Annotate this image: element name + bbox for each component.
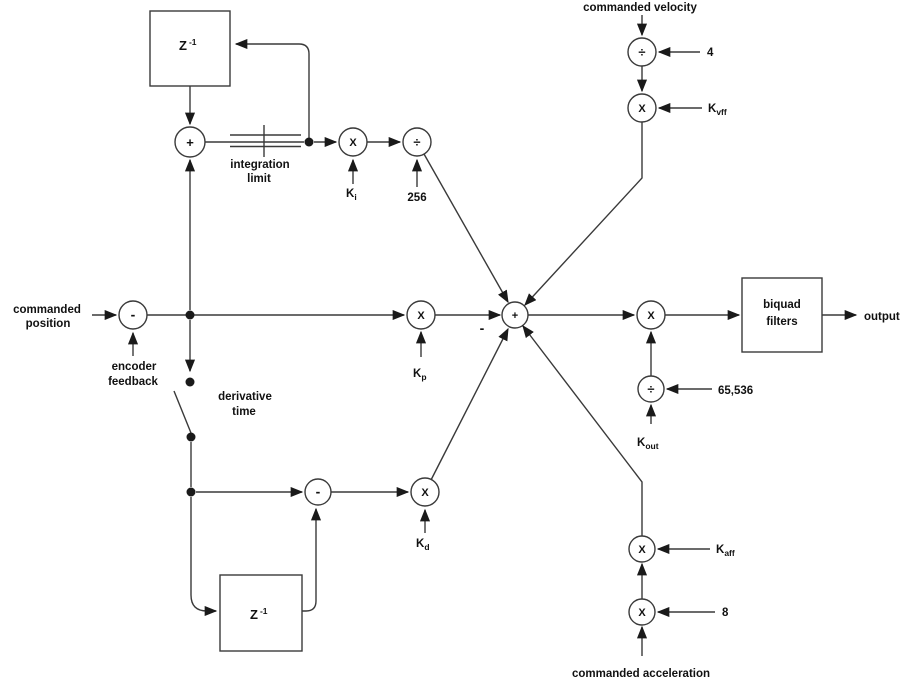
kd-gain-label: Kd <box>416 538 430 552</box>
integration-limit-label-line2: limit <box>247 173 271 185</box>
position-error-junction: - <box>118 300 148 330</box>
integration-limit-symbol <box>230 125 301 157</box>
commanded-position-label-line1: commanded <box>13 304 81 316</box>
kp-gain-label: Kp <box>413 368 427 382</box>
kd-multiplier-circle <box>410 477 440 507</box>
multiply-glyph: X <box>647 310 655 322</box>
kout-gain-label: Kout <box>637 437 659 451</box>
multiply-glyph: X <box>349 137 357 149</box>
multiply-glyph: X <box>417 310 425 322</box>
commanded-position-label-line2: position <box>26 318 71 330</box>
integrator-sum-junction: + <box>174 126 206 158</box>
junction-dot-derivative <box>186 487 196 497</box>
main-sum-junction: + - <box>480 301 529 336</box>
accel-multiplier-circle <box>628 598 656 626</box>
kout-divider: ÷ <box>637 375 665 403</box>
derivative-difference-junction: - <box>304 478 332 506</box>
velocity-divider: ÷ <box>627 37 657 67</box>
plus-glyph: + <box>186 135 194 150</box>
minus-glyph: - <box>131 307 136 323</box>
commanded-acceleration-label: commanded acceleration <box>572 668 710 680</box>
wire-branch-to-zbottom <box>190 497 218 617</box>
z-inverse-block-top: Z-1 <box>149 10 231 87</box>
wire-kvff-to-main-sum <box>524 122 643 306</box>
wire-kd-to-main-sum <box>430 327 509 481</box>
kaff-gain-label: Kaff <box>716 544 735 558</box>
z-inverse-bottom-label: Z-1 <box>250 606 268 622</box>
divide-glyph: ÷ <box>413 135 420 150</box>
kaff-multiplier: X <box>628 535 656 563</box>
biquad-filters-block: biquad filters <box>741 277 823 353</box>
divide-glyph: ÷ <box>638 45 645 60</box>
velocity-divisor-value: 4 <box>707 47 714 59</box>
ki-multiplier: X <box>338 127 368 157</box>
kvff-gain-label: Kvff <box>708 103 727 117</box>
kvff-multiplier: X <box>627 93 657 123</box>
encoder-feedback-label-line1: encoder <box>112 361 157 373</box>
wire-integral-to-main-sum <box>423 153 509 304</box>
wire-kaff-to-main-sum <box>522 324 643 536</box>
multiply-glyph: X <box>421 487 429 499</box>
divide-glyph: ÷ <box>647 382 654 397</box>
derivative-time-label-line1: derivative <box>218 391 272 403</box>
kp-multiplier: X <box>406 300 436 330</box>
encoder-feedback-label-line2: feedback <box>108 376 158 388</box>
multiply-glyph: X <box>638 544 646 556</box>
accel-multiplier: X <box>628 598 656 626</box>
biquad-filters-box <box>741 277 823 353</box>
switch-bottom-contact-dot <box>186 432 196 442</box>
integral-divider-circle <box>402 127 432 157</box>
derivative-time-switch-blade <box>173 390 192 434</box>
minus-glyph: - <box>316 484 321 500</box>
wire-integrator-feedback-to-ztop <box>234 38 310 139</box>
commanded-velocity-label: commanded velocity <box>583 2 697 14</box>
switch-top-contact-dot <box>185 377 195 387</box>
kd-multiplier: X <box>410 477 440 507</box>
z-inverse-top-box <box>149 10 231 87</box>
biquad-filters-label-line2: filters <box>766 316 797 328</box>
output-multiplier: X <box>636 300 666 330</box>
derivative-time-label-line2: time <box>232 406 256 418</box>
kp-multiplier-circle <box>406 300 436 330</box>
ki-gain-label: Ki <box>346 188 357 202</box>
plus-glyph: + <box>512 310 518 322</box>
multiply-glyph: X <box>638 607 646 619</box>
integral-divisor-value: 256 <box>407 192 426 204</box>
junction-dot-integrator <box>304 137 314 147</box>
acceleration-multiplier-value: 8 <box>722 607 729 619</box>
biquad-filters-label-line1: biquad <box>763 299 801 311</box>
z-inverse-bottom-box <box>219 574 303 652</box>
output-divisor-value: 65,536 <box>718 385 753 397</box>
integration-limit-label-line1: integration <box>230 159 289 171</box>
multiply-glyph: X <box>638 103 646 115</box>
z-inverse-block-bottom: Z-1 <box>219 574 303 652</box>
output-label: output <box>864 311 900 323</box>
z-inverse-top-label: Z-1 <box>179 37 197 53</box>
main-sum-minus-sign: - <box>480 320 485 336</box>
wire-zbottom-to-difference <box>302 507 322 612</box>
kaff-multiplier-circle <box>628 535 656 563</box>
junction-dot-error <box>185 310 195 320</box>
integral-divider: ÷ <box>402 127 432 157</box>
